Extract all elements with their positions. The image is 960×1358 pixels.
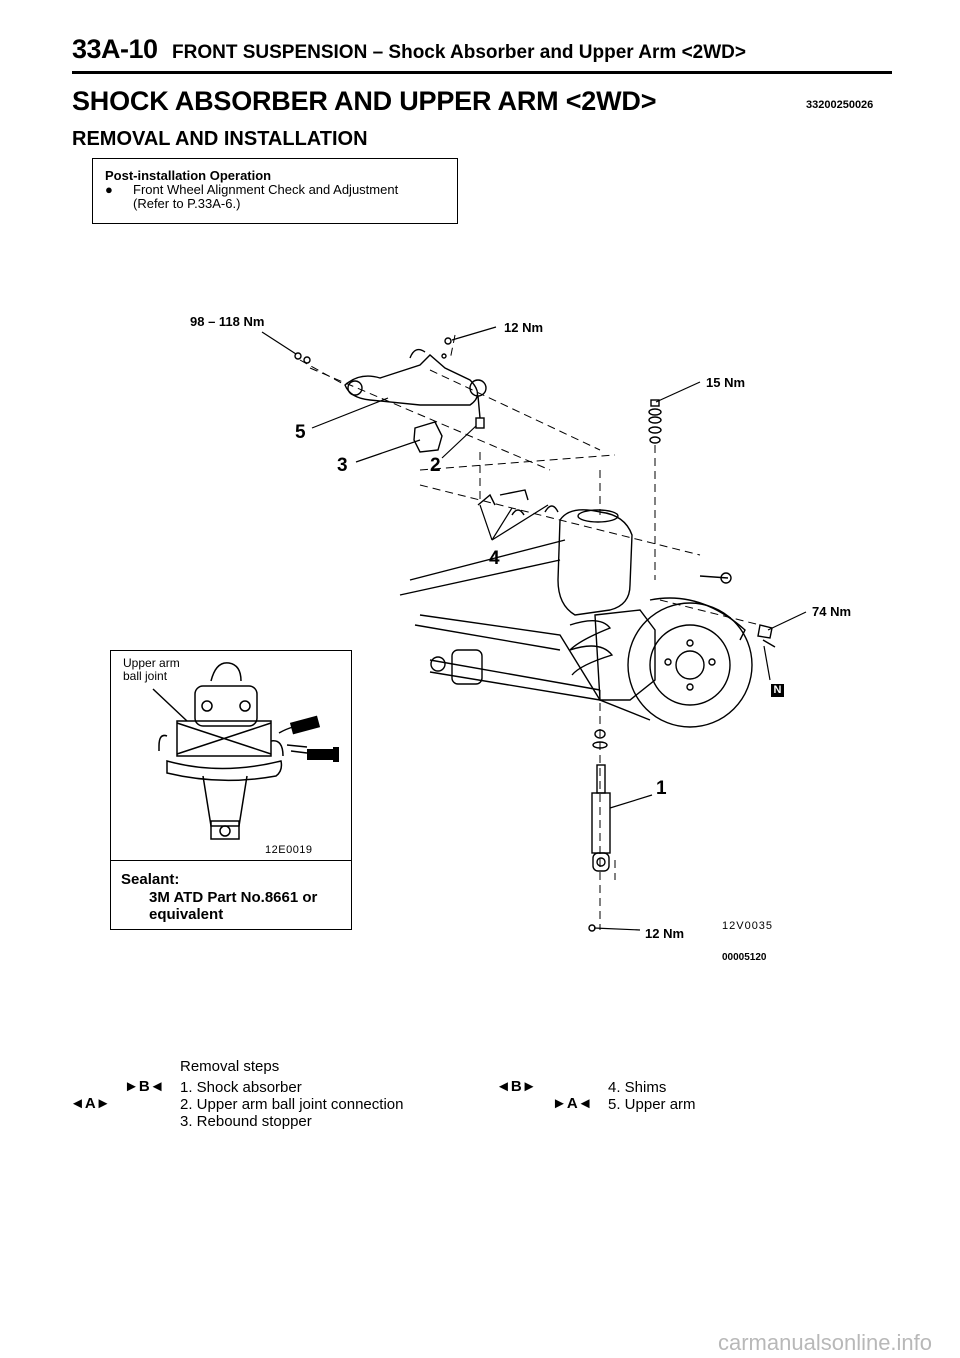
non-reusable-n-icon: N (771, 684, 784, 697)
sealant-line2: equivalent (149, 906, 224, 923)
part-number-3: 3 (337, 455, 348, 476)
post-installation-item-line1: Front Wheel Alignment Check and Adjustme… (133, 182, 399, 197)
step-marker: ►A◄ (552, 1095, 593, 1112)
removal-step: 2. Upper arm ball joint connection (180, 1096, 404, 1113)
step-marker: ◄A► (70, 1095, 111, 1112)
torque-label: 74 Nm (812, 604, 852, 619)
detail-divider (111, 860, 351, 861)
removal-step: 4. Shims (608, 1079, 667, 1096)
removal-step: 1. Shock absorber (180, 1079, 302, 1096)
detail-label-line1: Upper arm (123, 656, 180, 670)
running-title: FRONT SUSPENSION – Shock Absorber and Up… (172, 42, 746, 63)
torque-label: 12 Nm (504, 320, 544, 335)
torque-label: 12 Nm (645, 926, 685, 941)
part-number-5: 5 (295, 422, 306, 443)
post-installation-title: Post-installation Operation (105, 168, 272, 183)
figure-code: 12V0035 (722, 920, 774, 932)
sealant-title: Sealant: (121, 871, 180, 888)
detail-label-line2: ball joint (123, 669, 168, 683)
sealant-value: 3M ATD Part No.8661 or equivalent (149, 889, 349, 923)
detail-label: Upper arm ball joint (123, 657, 223, 683)
sealant-line1: 3M ATD Part No.8661 or (149, 889, 318, 906)
ball-joint-detail-box: Upper arm ball joint 12E0019 (110, 650, 352, 930)
bullet-icon: ● (105, 182, 113, 197)
torque-label: 98 – 118 Nm (190, 314, 265, 329)
removal-step: 3. Rebound stopper (180, 1113, 312, 1130)
header-rule (72, 71, 892, 74)
post-installation-item-line2: (Refer to P.33A-6.) (133, 196, 241, 211)
detail-code: 12E0019 (265, 844, 313, 856)
post-installation-item: ● Front Wheel Alignment Check and Adjust… (105, 183, 447, 211)
removal-steps-title: Removal steps (180, 1058, 280, 1075)
part-number-2: 2 (430, 455, 441, 476)
part-number-4: 4 (489, 548, 500, 569)
section-title: SHOCK ABSORBER AND UPPER ARM <2WD> (72, 86, 657, 116)
part-number-1: 1 (656, 778, 667, 799)
section-subtitle: REMOVAL AND INSTALLATION (72, 128, 368, 150)
page-number: 33A-10 (72, 34, 158, 64)
step-marker: ►B◄ (124, 1078, 165, 1095)
step-marker: ◄B► (496, 1078, 537, 1095)
torque-label: 15 Nm (706, 375, 746, 390)
post-installation-box: Post-installation Operation ● Front Whee… (92, 158, 458, 224)
figure-id: 00005120 (722, 952, 767, 963)
watermark: carmanualsonline.info (718, 1330, 933, 1355)
section-code: 33200250026 (806, 99, 874, 111)
ball-joint-sealant-illustration (152, 662, 339, 840)
removal-step: 5. Upper arm (608, 1096, 696, 1113)
